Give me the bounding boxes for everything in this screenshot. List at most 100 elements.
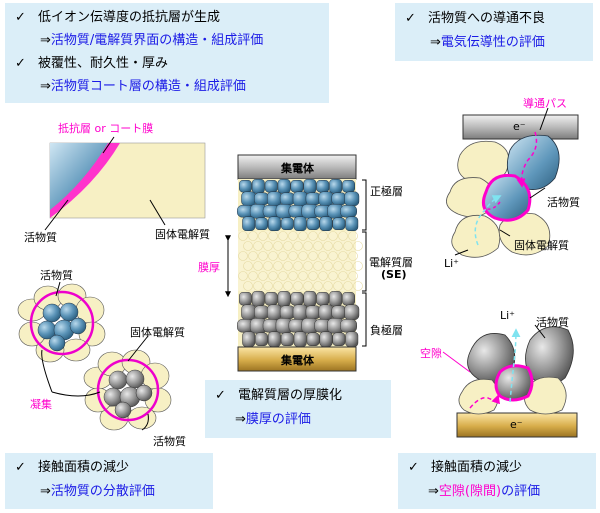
electrolyte-grain bbox=[328, 271, 338, 281]
evaluation-text: 膜厚の評価 bbox=[245, 412, 311, 427]
dispersed-cluster bbox=[17, 283, 106, 363]
electrolyte-grain bbox=[263, 241, 273, 251]
electrolyte-grain bbox=[313, 281, 323, 291]
electrolyte-grain bbox=[303, 281, 313, 291]
electrolyte-grain bbox=[343, 281, 353, 291]
check-icon: ✓ bbox=[15, 460, 26, 475]
electrolyte-grain bbox=[268, 251, 278, 261]
electrolyte-grain bbox=[258, 271, 268, 281]
electrolyte-grain bbox=[268, 231, 278, 241]
current-collector-label: 集電体 bbox=[281, 162, 314, 175]
lithium-ion-label: Li⁺ bbox=[444, 257, 459, 270]
check-icon: ✓ bbox=[408, 460, 419, 475]
layer-particle bbox=[345, 331, 359, 347]
agglomerated-cluster bbox=[83, 349, 172, 431]
electrolyte-grain bbox=[243, 281, 253, 291]
layer-particle bbox=[255, 332, 268, 346]
double-arrow-icon: ⇒ bbox=[235, 412, 246, 427]
layer-particle bbox=[239, 292, 252, 306]
electrolyte-grain bbox=[348, 251, 358, 261]
check-icon: ✓ bbox=[15, 10, 26, 25]
electrolyte-grain bbox=[278, 231, 288, 241]
layer-particle bbox=[332, 332, 346, 346]
interface-closeup bbox=[44, 136, 206, 231]
evaluation-text: の評価 bbox=[501, 484, 541, 499]
layer-particle bbox=[292, 304, 308, 320]
electrolyte-grain bbox=[338, 231, 348, 241]
electrolyte-grain bbox=[308, 231, 318, 241]
layer-particle bbox=[305, 192, 321, 205]
layer-particle bbox=[318, 304, 334, 320]
electrolyte-grain bbox=[343, 261, 353, 271]
layer-particle bbox=[290, 180, 304, 193]
electrolyte-grain bbox=[333, 261, 343, 271]
electrolyte-grain bbox=[248, 231, 258, 241]
conduction-figure bbox=[446, 107, 579, 258]
layer-particle bbox=[305, 305, 321, 319]
check-icon: ✓ bbox=[215, 388, 226, 403]
active-material-label: 活物質 bbox=[40, 269, 73, 282]
layer-particle bbox=[251, 291, 265, 307]
electrolyte-grain bbox=[293, 281, 303, 291]
current-collector-label: 集電体 bbox=[281, 354, 314, 367]
electrolyte-grain bbox=[268, 271, 278, 281]
electrolyte-grain bbox=[278, 271, 288, 281]
layer-particle bbox=[267, 304, 282, 320]
layer-particle bbox=[280, 332, 294, 346]
layer-particle bbox=[242, 216, 256, 231]
electrolyte-grain bbox=[238, 231, 248, 241]
layer-particle bbox=[340, 205, 357, 218]
layer-particle bbox=[277, 291, 291, 307]
layer-particle bbox=[279, 305, 295, 319]
issue-text: 接触面積の減少 bbox=[431, 460, 523, 475]
electrolyte-grain bbox=[318, 251, 328, 261]
layer-particle bbox=[331, 192, 347, 205]
top-right-issue-box: ✓ 活物質への導通不良 ⇒電気伝導性の評価 bbox=[395, 3, 593, 61]
layer-particle bbox=[319, 216, 333, 231]
layer-particle bbox=[344, 191, 360, 206]
layer-particle bbox=[254, 305, 269, 319]
layer-particle bbox=[264, 180, 278, 193]
cathode-layer-label: 正極層 bbox=[370, 185, 403, 198]
electrolyte-grain bbox=[343, 241, 353, 251]
electrolyte-grain bbox=[303, 261, 313, 271]
electrolyte-grain bbox=[323, 241, 333, 251]
layer-particle bbox=[241, 304, 257, 320]
electrolyte-grain bbox=[298, 231, 308, 241]
layer-particle bbox=[329, 179, 343, 194]
electrolyte-grain bbox=[273, 281, 283, 291]
anode-layer-label: 負極層 bbox=[370, 324, 403, 337]
electrolyte-grain bbox=[263, 261, 273, 271]
layer-particle bbox=[344, 304, 360, 320]
evaluation-text: 電気伝導性の評価 bbox=[440, 35, 545, 50]
electrolyte-layer-label: 電解質層 bbox=[369, 256, 413, 269]
electrolyte-grain bbox=[313, 261, 323, 271]
evaluation-text: 活物質の分散評価 bbox=[50, 484, 155, 499]
electrolyte-grain bbox=[338, 251, 348, 261]
layer-particle bbox=[268, 331, 281, 347]
check-icon: ✓ bbox=[405, 11, 416, 26]
layer-particle bbox=[316, 180, 330, 193]
evaluation-text: 活物質/電解質界面の構造・組成評価 bbox=[50, 33, 264, 48]
layer-particle bbox=[306, 332, 320, 346]
layer-particle bbox=[239, 180, 252, 193]
layer-particle bbox=[267, 191, 282, 206]
electrolyte-grain bbox=[288, 251, 298, 261]
electrolyte-grain bbox=[273, 261, 283, 271]
coat-film-label: 抵抗層 or コート膜 bbox=[58, 122, 154, 135]
electrolyte-grain bbox=[298, 251, 308, 261]
electrolyte-grain bbox=[318, 271, 328, 281]
issue-text: 低イオン伝導度の抵抗層が生成 bbox=[38, 10, 221, 25]
electrolyte-grain bbox=[338, 271, 348, 281]
issue-text: 活物質への導通不良 bbox=[428, 11, 546, 26]
lithium-ion-label: Li⁺ bbox=[500, 309, 515, 322]
double-arrow-icon: ⇒ bbox=[40, 484, 51, 499]
layer-particle bbox=[303, 291, 317, 307]
layer-particle bbox=[241, 191, 257, 206]
layer-particle bbox=[254, 192, 269, 205]
electrolyte-grain bbox=[353, 241, 363, 251]
layer-particle bbox=[342, 292, 355, 306]
layer-particle bbox=[332, 217, 346, 230]
electrolyte-grain bbox=[278, 251, 288, 261]
middle-issue-box: ✓ 電解質層の厚膜化 ⇒膜厚の評価 bbox=[205, 380, 391, 438]
